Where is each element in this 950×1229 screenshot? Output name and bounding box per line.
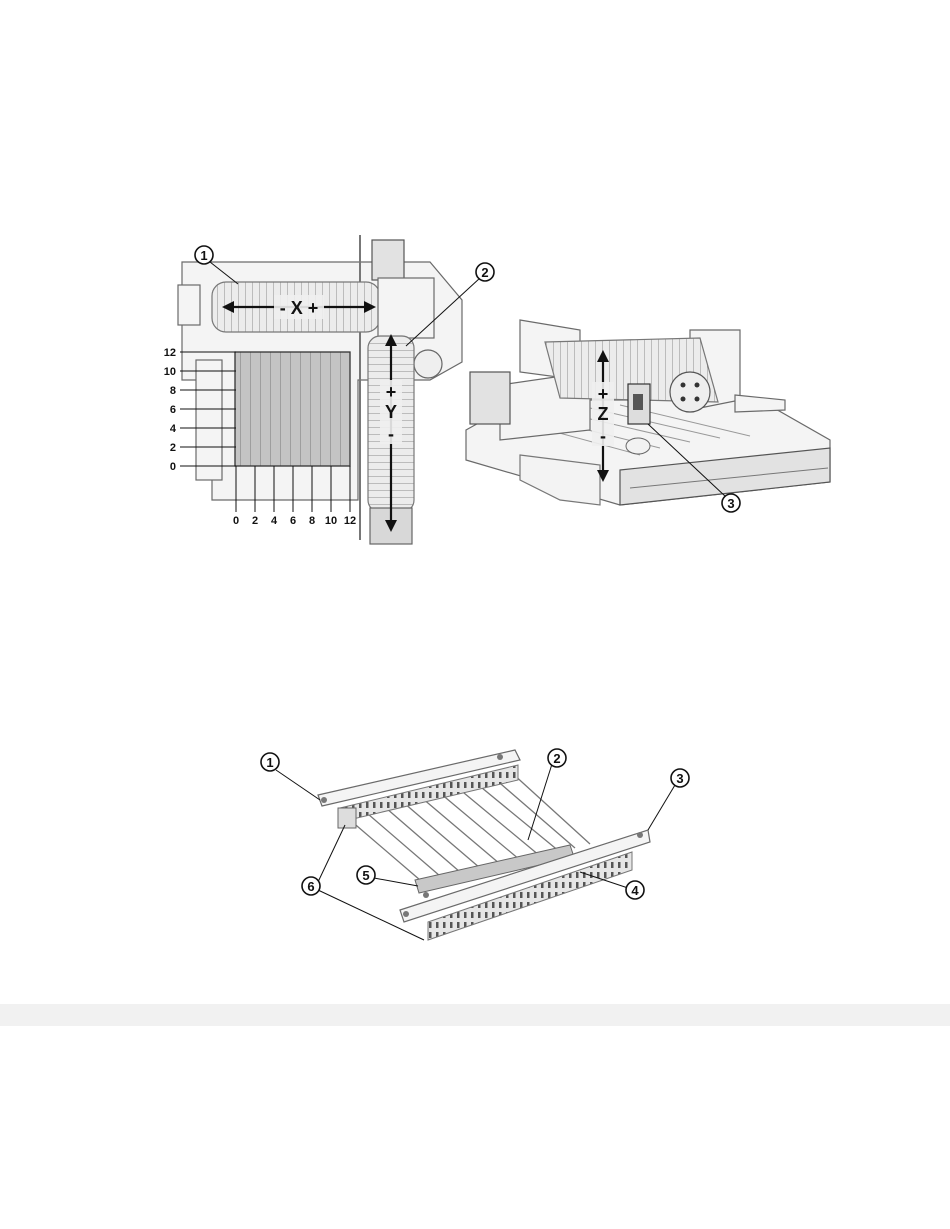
z-axis-plus: + bbox=[598, 384, 609, 404]
callout-b3: 3 bbox=[676, 771, 683, 786]
y-tick-6: 6 bbox=[170, 404, 176, 416]
callout-b4: 4 bbox=[631, 883, 639, 898]
carriage-top bbox=[372, 240, 404, 280]
page-bottom-band bbox=[0, 1004, 950, 1026]
x-tick-2: 2 bbox=[252, 515, 258, 527]
callout-3-top: 3 bbox=[727, 496, 734, 511]
callout-b5: 5 bbox=[362, 868, 369, 883]
sample-cup bbox=[626, 438, 650, 454]
y-tick-10: 10 bbox=[164, 366, 176, 378]
x-tick-0: 0 bbox=[233, 515, 239, 527]
callout-1: 1 bbox=[200, 248, 207, 263]
x-tick-6: 6 bbox=[290, 515, 296, 527]
x-tick-4: 4 bbox=[271, 515, 278, 527]
bottom-view: 1 2 3 4 5 6 bbox=[261, 749, 689, 940]
motor-left bbox=[470, 372, 510, 424]
callout-2: 2 bbox=[481, 265, 488, 280]
x-axis-label: - X + bbox=[280, 298, 319, 318]
end-cap bbox=[670, 372, 710, 412]
y-axis-letter: Y bbox=[385, 402, 397, 422]
bracket bbox=[735, 395, 785, 412]
callout-b1: 1 bbox=[266, 755, 273, 770]
y-tick-12: 12 bbox=[164, 347, 176, 359]
top-left-view: 12 10 8 6 4 2 0 0 2 4 6 8 10 12 - X + + … bbox=[164, 235, 494, 544]
callout-b6: 6 bbox=[307, 879, 314, 894]
sample-grid bbox=[235, 352, 350, 466]
y-axis-plus: + bbox=[386, 382, 397, 402]
y-tick-2: 2 bbox=[170, 442, 176, 454]
carriage-block bbox=[378, 278, 434, 338]
x-tick-10: 10 bbox=[325, 515, 337, 527]
callout-b2: 2 bbox=[553, 751, 560, 766]
y-tick-8: 8 bbox=[170, 385, 176, 397]
z-axis-letter: Z bbox=[598, 404, 609, 424]
motor-block-left bbox=[178, 285, 200, 325]
top-right-view: + Z - 3 bbox=[466, 320, 830, 512]
side-rail bbox=[196, 360, 222, 480]
knob bbox=[414, 350, 442, 378]
z-axis-minus: - bbox=[600, 426, 606, 446]
y-tick-0: 0 bbox=[170, 461, 176, 473]
y-tick-4: 4 bbox=[170, 423, 177, 435]
x-tick-12: 12 bbox=[344, 515, 356, 527]
x-tick-8: 8 bbox=[309, 515, 315, 527]
tool-clamp bbox=[633, 394, 643, 410]
y-axis-minus: - bbox=[388, 424, 394, 444]
